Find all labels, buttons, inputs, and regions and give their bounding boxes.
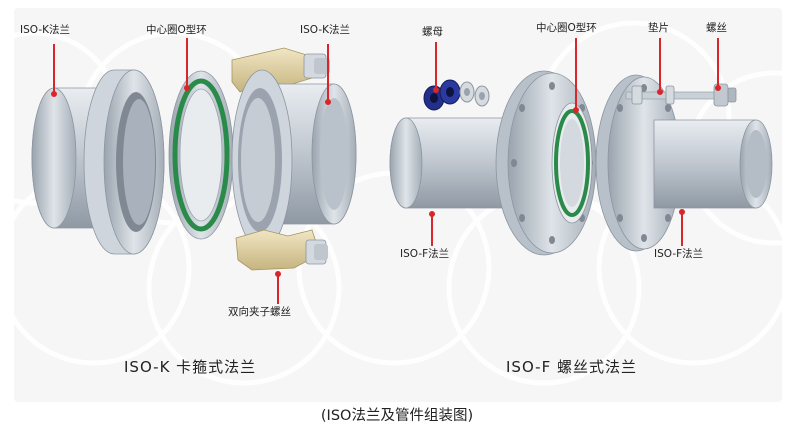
leader-lines bbox=[51, 38, 721, 304]
iso-f-flange-right-part bbox=[595, 74, 773, 252]
centering-oring-left-part bbox=[168, 70, 234, 240]
label-nut: 螺母 bbox=[422, 26, 443, 38]
label-iso-k-flange-right: ISO-K法兰 bbox=[300, 24, 350, 36]
label-iso-f-flange-right: ISO-F法兰 bbox=[654, 248, 704, 260]
label-iso-f-flange-left: ISO-F法兰 bbox=[400, 248, 450, 260]
label-centering-ring-left: 中心圈O型环 bbox=[146, 24, 207, 36]
title-iso-f: ISO-F 螺丝式法兰 bbox=[506, 358, 637, 376]
iso-f-pipe-left-part bbox=[389, 117, 515, 209]
label-iso-k-flange-left: ISO-K法兰 bbox=[20, 24, 70, 36]
diagram-panel: ISO-K法兰 中心圈O型环 ISO-K法兰 双向夹子螺丝 螺母 中心圈O型环 … bbox=[14, 8, 782, 402]
label-double-clamp: 双向夹子螺丝 bbox=[228, 306, 291, 318]
label-washer: 垫片 bbox=[648, 22, 669, 34]
centering-oring-right-part bbox=[551, 102, 593, 224]
label-bolt: 螺丝 bbox=[706, 22, 727, 34]
assembly-illustration bbox=[14, 20, 782, 386]
label-centering-ring-right: 中心圈O型环 bbox=[536, 22, 597, 34]
iso-k-flange-right-part bbox=[231, 69, 357, 251]
figure-caption: (ISO法兰及管件组装图) bbox=[320, 408, 474, 424]
title-iso-k: ISO-K 卡箍式法兰 bbox=[124, 358, 257, 376]
iso-k-flange-left-part bbox=[31, 69, 165, 255]
clamp-bottom-part bbox=[235, 229, 328, 271]
nut-washer-part bbox=[423, 79, 490, 111]
